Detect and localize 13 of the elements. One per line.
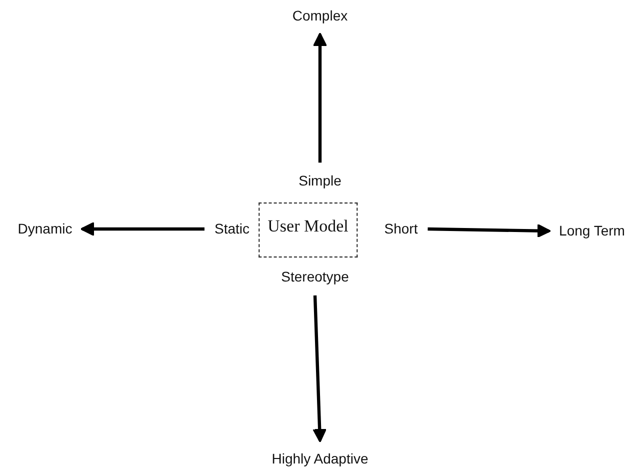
axis-label: Stereotype [281,268,349,286]
axis-label: Simple [298,172,342,190]
axis-label: Highly Adaptive [272,450,368,468]
axis-label: Long Term [559,222,625,240]
axis-label: Complex [292,8,348,24]
arrow [80,222,204,236]
axis-label: Short [384,220,418,238]
axis-label: Static [214,220,250,238]
dashed-box: User Model [258,202,358,258]
arrow [428,224,551,238]
arrow [312,295,327,443]
axis-label: Dynamic [18,220,72,238]
arrow [312,32,328,163]
